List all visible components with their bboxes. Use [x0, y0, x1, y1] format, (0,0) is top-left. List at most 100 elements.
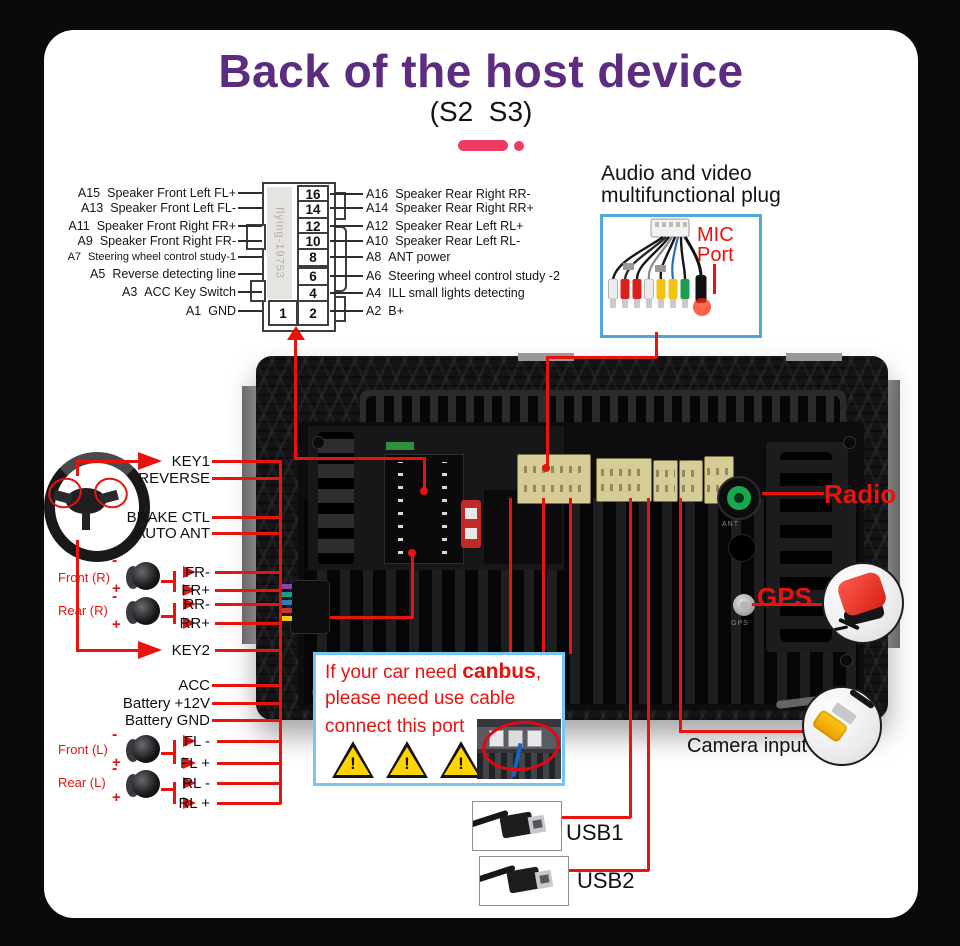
- iso-connector-bump: [334, 192, 346, 220]
- arrow-to-rl-plus: [183, 797, 196, 809]
- usb-connector-slot: [539, 874, 550, 884]
- watermark-text: flying-19753: [273, 207, 286, 279]
- red-dot: [408, 549, 416, 557]
- arrow-up-to-connector: [287, 326, 305, 340]
- arrow-to-rl-minus: [183, 777, 196, 789]
- tweeter-rear-left: [126, 770, 160, 800]
- pin-id: A12: [366, 219, 389, 233]
- pin-label: Steering wheel control study -2: [388, 269, 560, 283]
- pin-number-1: 1: [268, 300, 298, 326]
- canbus-text: If your car need: [325, 662, 463, 683]
- pin-label: ILL small lights detecting: [388, 286, 525, 300]
- pcb-edge: [386, 442, 414, 450]
- pin-label: Speaker Front Left FL+: [107, 186, 236, 200]
- arrow-to-fl-plus: [183, 757, 196, 769]
- radio-socket-center: [734, 493, 744, 503]
- red-line: [212, 460, 281, 463]
- warning-triangle-icon: !: [386, 741, 428, 778]
- gps-antenna-cable: [831, 625, 849, 632]
- wire-stub-blue: [279, 600, 292, 605]
- red-line: [566, 869, 649, 872]
- usb1-photo-box: [472, 801, 562, 851]
- red-line: [217, 740, 281, 743]
- leader-line: [330, 256, 363, 258]
- tweeter-dome: [132, 735, 160, 763]
- pin-id: A11: [68, 219, 90, 233]
- camera-input-label: Camera input: [687, 735, 808, 757]
- wire-label-key2: KEY2: [171, 642, 210, 659]
- red-line-usb2: [647, 498, 650, 871]
- polarity-plus: +: [112, 580, 121, 597]
- subtitle: (S2 S3): [429, 96, 533, 127]
- red-line: [217, 762, 281, 765]
- wire-label-fl-plus: FL +: [180, 755, 210, 772]
- pin-label: Steering wheel control study-1: [88, 251, 236, 263]
- leader-line: [330, 193, 363, 195]
- wire-label-rl-minus: RL -: [182, 775, 210, 792]
- red-line: [217, 802, 281, 805]
- red-line: [215, 571, 281, 574]
- red-line: [569, 498, 572, 654]
- wire-stub-red: [279, 608, 292, 613]
- wire-label-fr-plus: FR+: [181, 582, 210, 599]
- pin-id: A10: [366, 234, 389, 248]
- canbus-port-connector: [508, 730, 523, 747]
- fuse-window: [465, 528, 477, 539]
- mic-port-label-line2: Port: [697, 244, 734, 266]
- pin-label: Speaker Front Right FR-: [99, 234, 236, 248]
- pin-label: ANT power: [388, 250, 451, 264]
- leader-line: [330, 225, 363, 227]
- pin-number-16: 16: [297, 185, 329, 204]
- red-line: [161, 580, 175, 583]
- leader-line: [238, 207, 262, 209]
- pin-id: A8: [366, 250, 382, 264]
- red-line: [546, 356, 657, 359]
- wire-label-reverse: REVERSE: [138, 470, 210, 487]
- polarity-minus: -: [112, 552, 118, 569]
- red-line: [679, 730, 807, 733]
- av-heading-line2: multifunctional plug: [601, 184, 781, 207]
- arrow-to-rr-minus: [183, 598, 196, 610]
- red-line: [217, 782, 281, 785]
- red-line: [212, 719, 281, 722]
- av-harness-image: [608, 218, 711, 316]
- socket-small-2: [653, 460, 678, 502]
- pin-number-14: 14: [297, 200, 329, 219]
- pin-id: A5: [90, 267, 106, 281]
- red-dot: [542, 464, 550, 472]
- screw: [843, 436, 856, 449]
- gps-label: GPS: [757, 582, 812, 612]
- wire-stub-yellow: [279, 616, 292, 621]
- steering-wheel-rim: [44, 452, 150, 562]
- mount-hole: [728, 534, 756, 562]
- pin-id: A6: [366, 269, 382, 283]
- red-line: [294, 340, 297, 459]
- wire-stub-purple: [279, 584, 292, 589]
- leader-line: [330, 292, 363, 294]
- pin-label: Speaker Rear Right RR+: [395, 201, 534, 215]
- iso-connector-bump: [334, 296, 346, 322]
- pin-label: Speaker Rear Right RR-: [395, 187, 531, 201]
- red-line: [161, 615, 175, 618]
- pin-row: A6 Steering wheel control study -2: [366, 269, 560, 283]
- leader-line: [330, 310, 363, 312]
- arrow-to-rr-plus: [183, 617, 196, 629]
- camera-input-inset: [802, 686, 882, 766]
- red-line: [713, 264, 716, 294]
- steering-wheel-hub: [66, 488, 106, 514]
- leader-line: [238, 192, 262, 194]
- tweeter-dome: [132, 597, 160, 625]
- red-line: [752, 603, 828, 606]
- fuse: [461, 500, 481, 548]
- arrow-to-fr-plus: [183, 584, 196, 596]
- fuse-window: [465, 508, 477, 519]
- red-line-camera: [679, 498, 682, 732]
- iso-connector-tab: [246, 224, 266, 250]
- tweeter-front-right: [126, 562, 160, 592]
